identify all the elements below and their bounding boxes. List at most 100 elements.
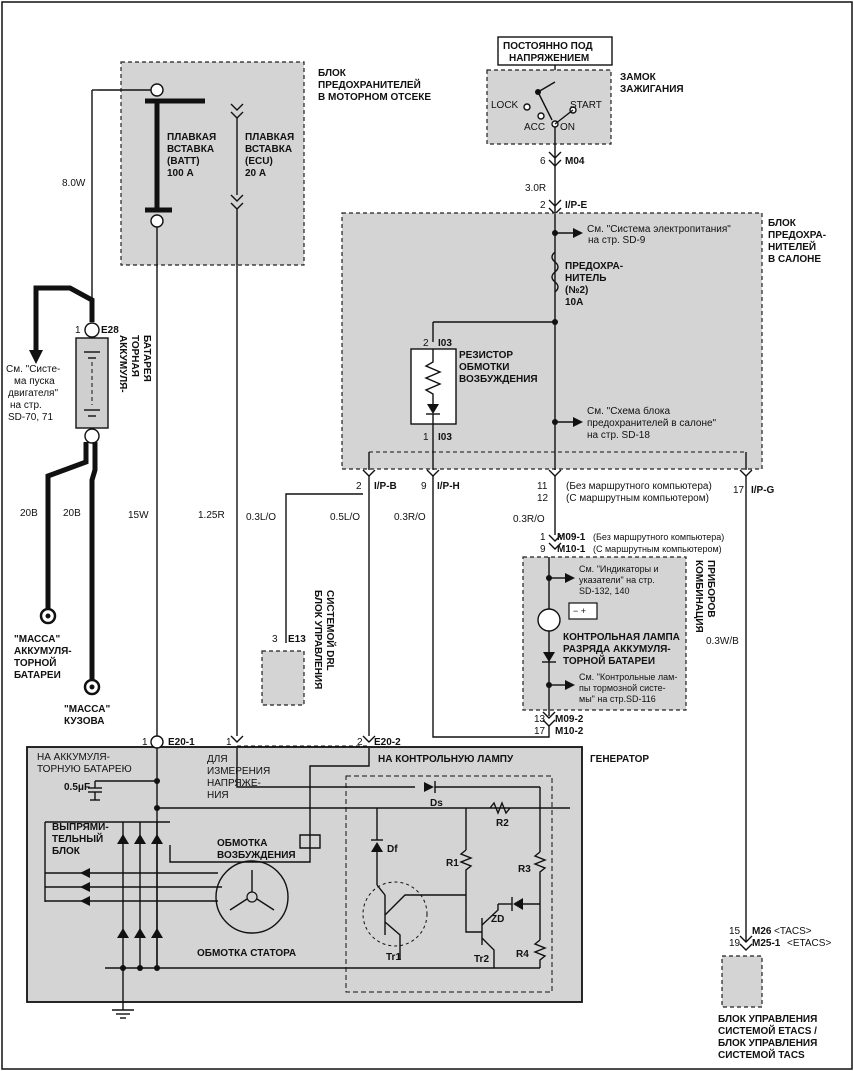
ignition-lock-label-2: ЗАЖИГАНИЯ — [620, 84, 684, 95]
df-label: Df — [387, 844, 398, 855]
starter-ref-2: ма пуска — [14, 376, 55, 387]
resistor-label-2: ОБМОТКИ — [459, 362, 509, 373]
starter-ref-1: См. "Систе- — [6, 364, 60, 375]
fuse-scheme-ref-2: предохранителей в салоне" — [587, 418, 717, 429]
starter-ref-4: на стр. — [10, 400, 42, 411]
i03-bot-connector: I03 — [438, 432, 452, 443]
engine-fuse-box-label-2: ПРЕДОХРАНИТЕЛЕЙ — [318, 78, 421, 91]
etacs-label-1: БЛОК УПРАВЛЕНИЯ — [718, 1014, 817, 1025]
interior-box-label-2: ПРЕДОХРА- — [768, 230, 826, 241]
etacs-label-4: СИСТЕМОЙ TACS — [718, 1048, 805, 1061]
charge-lamp-1: КОНТРОЛЬНАЯ ЛАМПА — [563, 632, 680, 643]
indicators-ref-2: указатели" на стр. — [579, 575, 655, 585]
battery-label-2: ТОРНАЯ — [129, 335, 140, 377]
charge-lamp-2: РАЗРЯДА АККУМУЛЯ- — [563, 644, 671, 655]
m091-pin: 1 — [540, 532, 546, 543]
fuse-batt-label-2: ВСТАВКА — [167, 144, 214, 155]
fuse2-label-2: НИТЕЛЬ — [565, 273, 606, 284]
engine-fuse-box-label-1: БЛОК — [318, 68, 347, 79]
drl-label-2: СИСТЕМОЙ DRL — [324, 590, 337, 671]
pos-on: ON — [560, 122, 575, 133]
ipb-pin: 2 — [356, 481, 362, 492]
instrument-cluster: 1 M09-1 (Без маршрутного компьютера) 9 M… — [432, 532, 724, 738]
engine-fuse-box-label-3: В МОТОРНОМ ОТСЕКЕ — [318, 92, 431, 103]
cap-label: 0.5μF — [64, 782, 90, 793]
indicators-ref-3: SD-132, 140 — [579, 586, 630, 596]
indicators-ref-1: См. "Индикаторы и — [579, 564, 659, 574]
pos-lock: LOCK — [491, 100, 519, 111]
r2-label: R2 — [496, 818, 509, 829]
e28-connector: E28 — [101, 325, 119, 336]
sense-label-2: ИЗМЕРЕНИЯ — [207, 766, 270, 777]
to-battery-2: ТОРНУЮ БАТАРЕЮ — [37, 764, 132, 775]
ip11-note: (Без маршрутного компьютера) — [566, 481, 712, 492]
m26-note: <TACS> — [774, 926, 812, 937]
tr2-label: Tr2 — [474, 954, 489, 965]
e202-connector: E20-2 — [374, 737, 401, 748]
charge-lamp-3: ТОРНОЙ БАТАРЕИ — [563, 654, 655, 667]
ignition-lock-label-1: ЗАМОК — [620, 72, 657, 83]
battery-ground-3: ТОРНОЙ — [14, 656, 57, 669]
engine-fuse-box: БЛОК ПРЕДОХРАНИТЕЛЕЙ В МОТОРНОМ ОТСЕКЕ П… — [98, 61, 431, 266]
i03-top-connector: I03 — [438, 338, 452, 349]
interior-box-label-3: НИТЕЛЕЙ — [768, 240, 816, 253]
battery-label-3: БАТАРЕЯ — [141, 335, 152, 382]
power-system-ref-1: См. "Система электропитания" — [587, 224, 731, 235]
wire-30r: 3.0R — [525, 183, 546, 194]
ipe-connector: I/P-E — [565, 200, 588, 211]
ipb-connector: I/P-B — [374, 481, 397, 492]
brake-ref-3: мы" на стр.SD-116 — [579, 694, 656, 704]
wire-05lo: 0.5L/O — [330, 512, 360, 523]
fuse-ecu-label-2: ВСТАВКА — [245, 144, 292, 155]
m26-pin: 15 — [729, 926, 741, 937]
wire-20b-b: 20B — [63, 508, 81, 519]
resistor-label-1: РЕЗИСТОР — [459, 350, 513, 361]
m26-connector: M26 — [752, 926, 772, 937]
m101-connector: M10-1 — [557, 544, 586, 555]
etacs-unit: 15 M26 <TACS> 19 M25-1 <ETACS> БЛОК УПРА… — [718, 926, 831, 1061]
m102-connector: M10-2 — [555, 726, 584, 737]
interior-box-label-4: В САЛОНЕ — [768, 254, 821, 265]
stator-label: ОБМОТКА СТАТОРА — [197, 948, 296, 959]
wire-8w: 8.0W — [62, 178, 86, 189]
battery-ground-4: БАТАРЕИ — [14, 670, 61, 681]
m102-pin: 17 — [534, 726, 546, 737]
ipe-pin: 2 — [540, 200, 546, 211]
etacs-label-2: СИСТЕМОЙ ETACS / — [718, 1024, 817, 1037]
i03-top-pin: 2 — [423, 338, 429, 349]
brake-ref-1: См. "Контрольные лам- — [579, 672, 677, 682]
cluster-label-2: ПРИБОРОВ — [705, 560, 716, 618]
ds-label: Ds — [430, 798, 443, 809]
field-label-1: ОБМОТКА — [217, 838, 268, 849]
m251-connector: M25-1 — [752, 938, 781, 949]
wire-03ro: 0.3R/O — [394, 512, 426, 523]
m091-connector: M09-1 — [557, 532, 586, 543]
m251-pin: 19 — [729, 938, 741, 949]
battery-label-1: АККУМУЛЯ- — [117, 335, 128, 393]
fuse-batt-label-1: ПЛАВКАЯ — [167, 132, 216, 143]
i03-bot-pin: 1 — [423, 432, 429, 443]
sense-label-1: ДЛЯ — [207, 754, 228, 765]
e202-pin: 2 — [357, 737, 363, 748]
starter-ref-5: SD-70, 71 — [8, 412, 53, 423]
zd-label: ZD — [491, 914, 504, 925]
power-system-ref-2: на стр. SD-9 — [588, 235, 646, 246]
wire-03ro-2: 0.3R/O — [513, 514, 545, 525]
fuse-ecu-label-4: 20 А — [245, 168, 266, 179]
e201-connector: E20-1 — [168, 737, 195, 748]
interior-box-label-1: БЛОК — [768, 218, 797, 229]
starter-ref-3: двигателя" — [8, 388, 58, 399]
cluster-label-1: КОМБИНАЦИЯ — [693, 560, 704, 633]
m092-connector: M09-2 — [555, 714, 584, 725]
ip11-pin: 11 — [537, 481, 548, 492]
resistor-label-3: ВОЗБУЖДЕНИЯ — [459, 374, 538, 385]
generator: ГЕНЕРАТОР 1 E20-1 1 2 E20-2 НА АККУМУЛЯ-… — [26, 735, 649, 1019]
fuse-scheme-ref-1: См. "Схема блока — [587, 405, 670, 417]
m101-pin: 9 — [540, 544, 546, 555]
e13-pin: 3 — [272, 634, 278, 645]
e201-pin: 1 — [142, 737, 148, 748]
iph-pin: 9 — [421, 481, 427, 492]
svg-text:− +: − + — [573, 606, 586, 616]
constant-power-2: НАПРЯЖЕНИЕМ — [509, 53, 589, 64]
interior-box-connectors: 2 I/P-B 9 I/P-H 11 (Без маршрутного комп… — [330, 469, 775, 942]
